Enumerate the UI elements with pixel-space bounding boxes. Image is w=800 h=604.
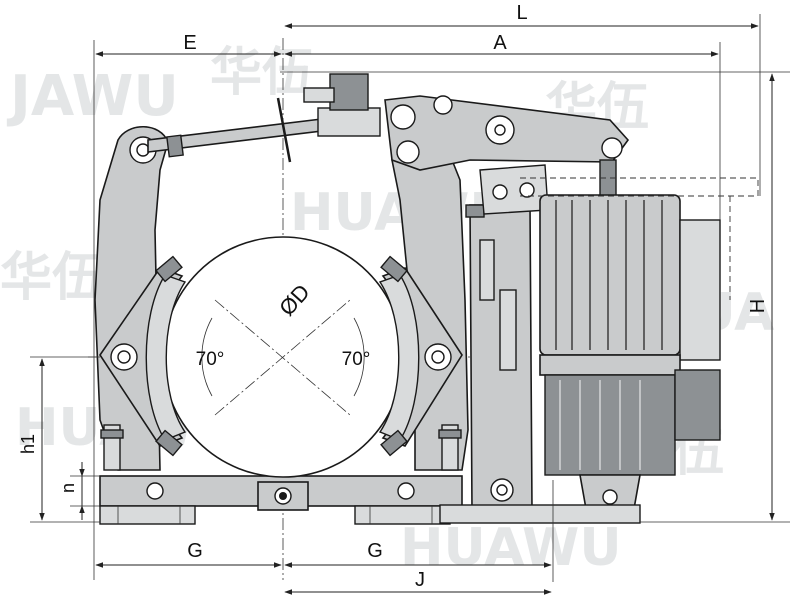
dim-label-h1: h1 [18, 434, 38, 454]
adjusting-bolts [100, 424, 462, 471]
watermark-cjk-top: 华伍 [210, 43, 314, 103]
angle-label-left: 70° [196, 349, 225, 370]
base-plate [99, 475, 463, 525]
upright-lever [465, 164, 549, 511]
thruster [439, 159, 721, 524]
dimension-lines [30, 14, 790, 595]
left-brake-shoe [99, 255, 187, 457]
top-lever [384, 95, 630, 171]
angle-label-right: 70° [342, 349, 371, 370]
dim-label-a: A [493, 32, 507, 54]
watermark-cjk-left: 华伍 [0, 248, 104, 308]
right-brake-arm [391, 124, 469, 471]
pull-rod [147, 73, 381, 163]
hidden-lines [520, 177, 759, 300]
dim-label-l: L [516, 2, 527, 24]
dim-label-e: E [183, 32, 196, 54]
watermark-huawu-bottom: HUAWU [400, 518, 622, 578]
dim-label-g-right: G [367, 540, 383, 562]
dim-label-g-left: G [187, 540, 203, 562]
dim-label-h: H [747, 299, 769, 313]
dim-label-n: n [58, 483, 78, 493]
right-brake-shoe [378, 255, 463, 457]
watermark-jawu: JAWU [6, 64, 179, 129]
dim-label-j: J [415, 569, 425, 591]
